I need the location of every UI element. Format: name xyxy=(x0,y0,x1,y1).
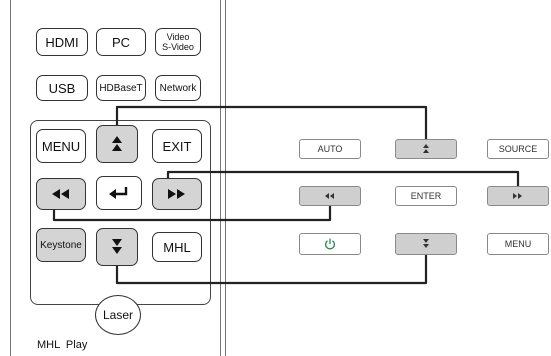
left-arrow-icon xyxy=(52,189,69,199)
down-arrow-icon xyxy=(112,239,122,254)
right-button[interactable] xyxy=(152,178,202,210)
panel-down-button[interactable] xyxy=(395,233,457,255)
panel-power-button[interactable] xyxy=(299,233,361,255)
usb-button[interactable]: USB xyxy=(36,75,88,101)
hdbaset-button[interactable]: HDBaseT xyxy=(96,75,146,101)
connector-right xyxy=(166,170,520,186)
exit-button[interactable]: EXIT xyxy=(152,129,202,163)
right-arrow-icon xyxy=(513,193,522,199)
remote-edge-right-1 xyxy=(220,0,221,356)
down-arrow-icon xyxy=(423,239,429,248)
panel-up-button[interactable] xyxy=(395,139,457,159)
pc-button[interactable]: PC xyxy=(96,28,146,56)
enter-button[interactable] xyxy=(96,176,142,210)
panel-source-button[interactable]: SOURCE xyxy=(487,139,549,159)
up-button[interactable] xyxy=(96,125,138,163)
network-button[interactable]: Network xyxy=(155,75,201,101)
connector-up xyxy=(115,105,428,139)
down-button[interactable] xyxy=(96,228,138,266)
up-arrow-icon xyxy=(112,136,122,151)
panel-enter-button[interactable]: ENTER xyxy=(395,186,457,206)
svideo-label: S-Video xyxy=(162,42,194,52)
panel-right-button[interactable] xyxy=(487,186,549,206)
panel-auto-button[interactable]: AUTO xyxy=(299,139,361,159)
hdmi-button[interactable]: HDMI xyxy=(36,28,88,56)
mhl-play-label: MHL Play xyxy=(37,339,88,351)
power-icon xyxy=(325,238,335,250)
left-button[interactable] xyxy=(36,178,86,210)
panel-menu-button[interactable]: MENU xyxy=(487,233,549,255)
left-arrow-icon xyxy=(325,193,334,199)
keystone-button[interactable]: Keystone xyxy=(36,228,86,262)
video-svideo-button[interactable]: Video S-Video xyxy=(155,28,201,56)
remote-edge-left xyxy=(10,0,11,356)
laser-button[interactable]: Laser xyxy=(95,295,141,335)
connector-left xyxy=(52,206,332,222)
right-arrow-icon xyxy=(168,189,185,199)
panel-left-button[interactable] xyxy=(299,186,361,206)
video-label: Video xyxy=(166,32,190,42)
menu-button[interactable]: MENU xyxy=(36,129,86,163)
mhl-button[interactable]: MHL xyxy=(152,232,202,262)
remote-edge-right-2 xyxy=(225,0,226,356)
enter-return-icon xyxy=(109,187,128,199)
connector-down xyxy=(115,255,428,285)
up-arrow-icon xyxy=(423,144,429,153)
